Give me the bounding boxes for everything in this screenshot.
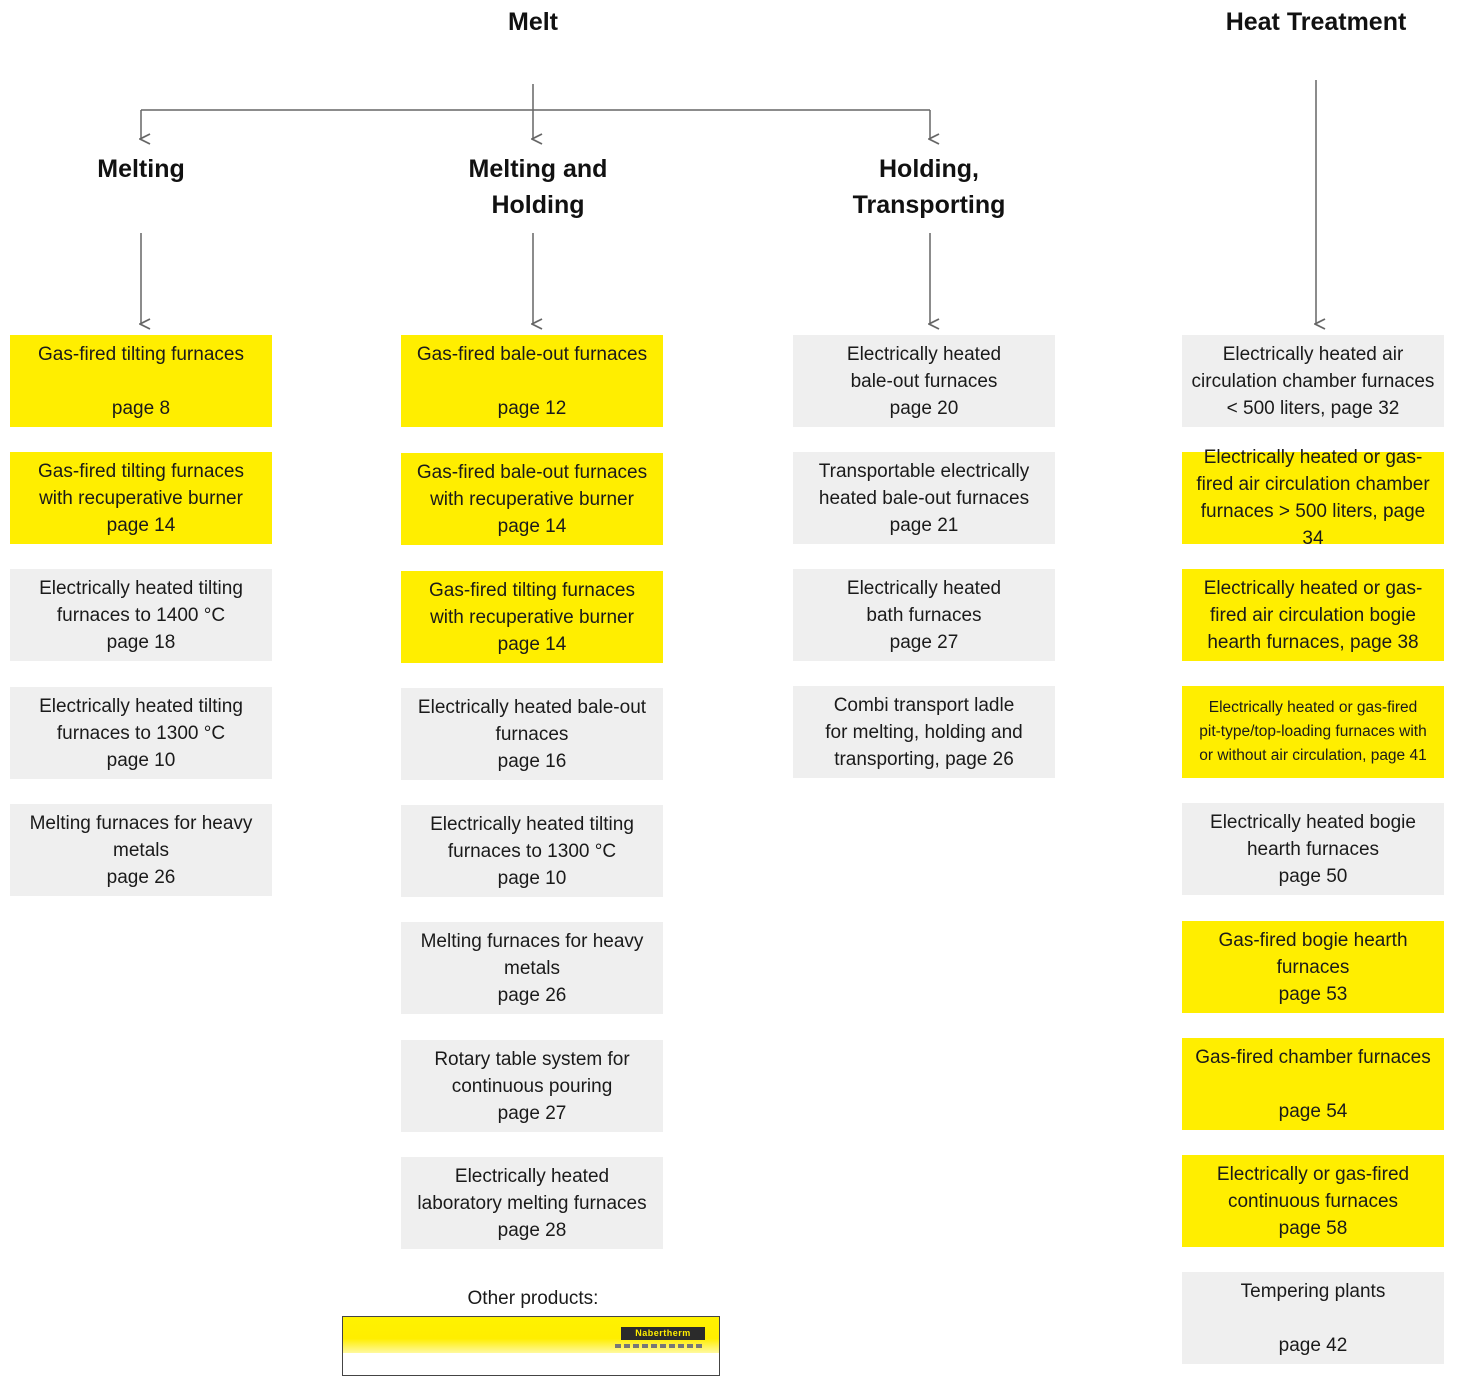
heat-treatment-item-3[interactable]: Electrically heated or gas- fired air ci… <box>1182 569 1444 661</box>
melting-holding-item-6[interactable]: Melting furnaces for heavy metals page 2… <box>401 922 663 1014</box>
melting-holding-item-4[interactable]: Electrically heated bale-out furnaces pa… <box>401 688 663 780</box>
other-products-label: Other products: <box>467 1288 599 1309</box>
brochure-logo: Nabertherm <box>621 1327 705 1340</box>
melting-holding-item-2[interactable]: Gas-fired bale-out furnaces with recuper… <box>401 453 663 545</box>
heat-treatment-item-4[interactable]: Electrically heated or gas-fired pit-typ… <box>1182 686 1444 778</box>
holding-transporting-item-2[interactable]: Transportable electrically heated bale-o… <box>793 452 1055 544</box>
heat-treatment-item-8[interactable]: Electrically or gas-fired continuous fur… <box>1182 1155 1444 1247</box>
holding-transporting-item-3[interactable]: Electrically heated bath furnaces page 2… <box>793 569 1055 661</box>
holding-transporting-heading: Holding, Transporting <box>852 155 1006 219</box>
melting-heading: Melting <box>97 155 185 183</box>
melting-item-5[interactable]: Melting furnaces for heavy metals page 2… <box>10 804 272 896</box>
heat-treatment-item-2[interactable]: Electrically heated or gas- fired air ci… <box>1182 447 1444 549</box>
heat-treatment-item-9[interactable]: Tempering plants page 42 <box>1182 1272 1444 1364</box>
brochure-subline <box>615 1344 705 1348</box>
melt-heading: Melt <box>508 8 558 36</box>
heat-treatment-heading: Heat Treatment <box>1225 8 1407 36</box>
heat-treatment-item-1[interactable]: Electrically heated air circulation cham… <box>1182 335 1444 427</box>
melting-holding-item-8[interactable]: Electrically heated laboratory melting f… <box>401 1157 663 1249</box>
heat-treatment-item-6[interactable]: Gas-fired bogie hearth furnaces page 53 <box>1182 921 1444 1013</box>
melting-item-2[interactable]: Gas-fired tilting furnaces with recupera… <box>10 452 272 544</box>
melting-holding-item-1[interactable]: Gas-fired bale-out furnaces page 12 <box>401 335 663 427</box>
melting-holding-heading: Melting and Holding <box>468 155 608 219</box>
melting-item-3[interactable]: Electrically heated tilting furnaces to … <box>10 569 272 661</box>
melting-item-1[interactable]: Gas-fired tilting furnaces page 8 <box>10 335 272 427</box>
brochure-thumbnail[interactable]: Nabertherm <box>342 1316 720 1376</box>
heat-treatment-item-5[interactable]: Electrically heated bogie hearth furnace… <box>1182 803 1444 895</box>
melting-holding-item-5[interactable]: Electrically heated tilting furnaces to … <box>401 805 663 897</box>
melting-holding-item-3[interactable]: Gas-fired tilting furnaces with recupera… <box>401 571 663 663</box>
holding-transporting-item-4[interactable]: Combi transport ladle for melting, holdi… <box>793 686 1055 778</box>
heat-treatment-item-7[interactable]: Gas-fired chamber furnaces page 54 <box>1182 1038 1444 1130</box>
holding-transporting-item-1[interactable]: Electrically heated bale-out furnaces pa… <box>793 335 1055 427</box>
melting-item-4[interactable]: Electrically heated tilting furnaces to … <box>10 687 272 779</box>
melting-holding-item-7[interactable]: Rotary table system for continuous pouri… <box>401 1040 663 1132</box>
